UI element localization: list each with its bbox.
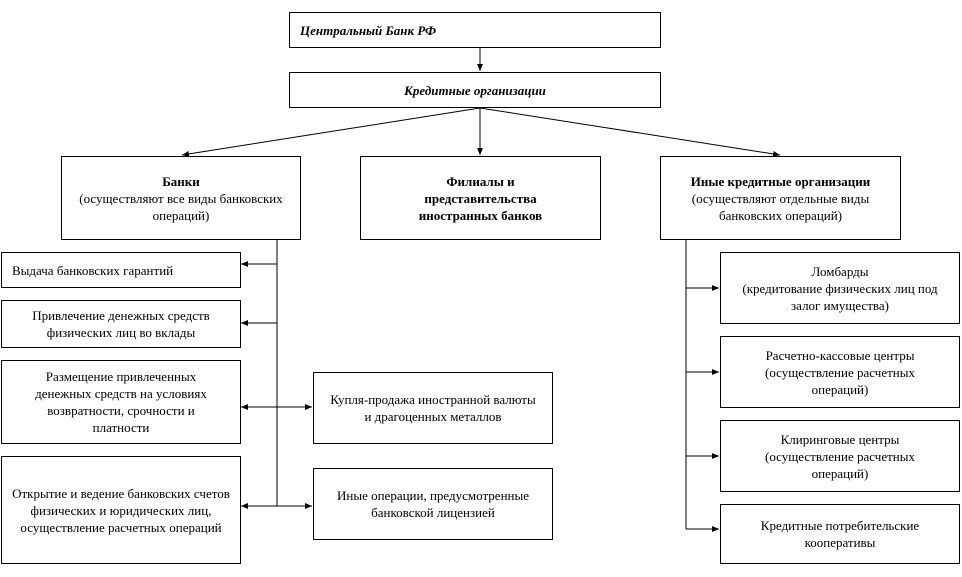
banks-box: Банки (осуществляют все виды банковских … <box>61 156 301 240</box>
settlement-centers-desc: (осуществление расчетных операций) <box>765 364 915 397</box>
op-deposits-box: Привлечение денежных средств физических … <box>1 300 241 348</box>
central-bank-box: Центральный Банк РФ <box>289 12 661 48</box>
settlement-centers-title: Расчетно-кассовые центры <box>765 347 915 363</box>
credit-coops-box: Кредитные потребительские кооперативы <box>720 504 960 564</box>
other-orgs-title: Иные кредитные организации <box>690 173 871 189</box>
other-orgs-box: Иные кредитные организации (осуществляют… <box>660 156 901 240</box>
op-placement-box: Размещение привлеченных денежных средств… <box>1 360 241 444</box>
credit-coops-title: Кредитные потребительские кооперативы <box>760 518 920 550</box>
central-bank-label: Центральный Банк РФ <box>300 22 436 38</box>
other-orgs-desc: (осуществляют отдельные виды банковских … <box>691 190 870 223</box>
op-currency-box: Купля-продажа иностранной валюты и драго… <box>313 372 553 444</box>
banks-desc: (осуществляют все виды банковских операц… <box>79 190 283 223</box>
branches-title: Филиалы и представительства иностранных … <box>418 173 543 223</box>
pawnshops-box: Ломбарды (кредитование физических лиц по… <box>720 252 960 324</box>
op-guarantees-label: Выдача банковских гарантий <box>12 262 174 278</box>
arrow-credit-to-banks <box>181 107 481 157</box>
branches-box: Филиалы и представительства иностранных … <box>360 156 601 240</box>
clearing-centers-title: Клиринговые центры <box>780 431 900 447</box>
arrow-credit-to-other <box>479 107 781 157</box>
op-deposits-label: Привлечение денежных средств физических … <box>32 308 210 340</box>
clearing-centers-desc: (осуществление расчетных операций) <box>765 448 915 481</box>
credit-orgs-box: Кредитные организации <box>289 72 661 108</box>
clearing-centers-box: Клиринговые центры (осуществление расчет… <box>720 420 960 492</box>
op-other-label: Иные операции, предусмотренные банковско… <box>337 488 529 520</box>
op-other-box: Иные операции, предусмотренные банковско… <box>313 468 553 540</box>
banks-title: Банки <box>162 173 200 189</box>
pawnshops-title: Ломбарды <box>811 263 869 279</box>
op-currency-label: Купля-продажа иностранной валюты и драго… <box>330 392 536 424</box>
op-guarantees-box: Выдача банковских гарантий <box>1 252 241 288</box>
credit-orgs-label: Кредитные организации <box>404 82 546 98</box>
settlement-centers-box: Расчетно-кассовые центры (осуществление … <box>720 336 960 408</box>
op-accounts-box: Открытие и ведение банковских счетов физ… <box>1 456 241 564</box>
pawnshops-desc: (кредитование физических лиц под залог и… <box>742 280 938 313</box>
op-placement-label: Размещение привлеченных денежных средств… <box>35 369 207 435</box>
op-accounts-label: Открытие и ведение банковских счетов физ… <box>12 485 230 535</box>
